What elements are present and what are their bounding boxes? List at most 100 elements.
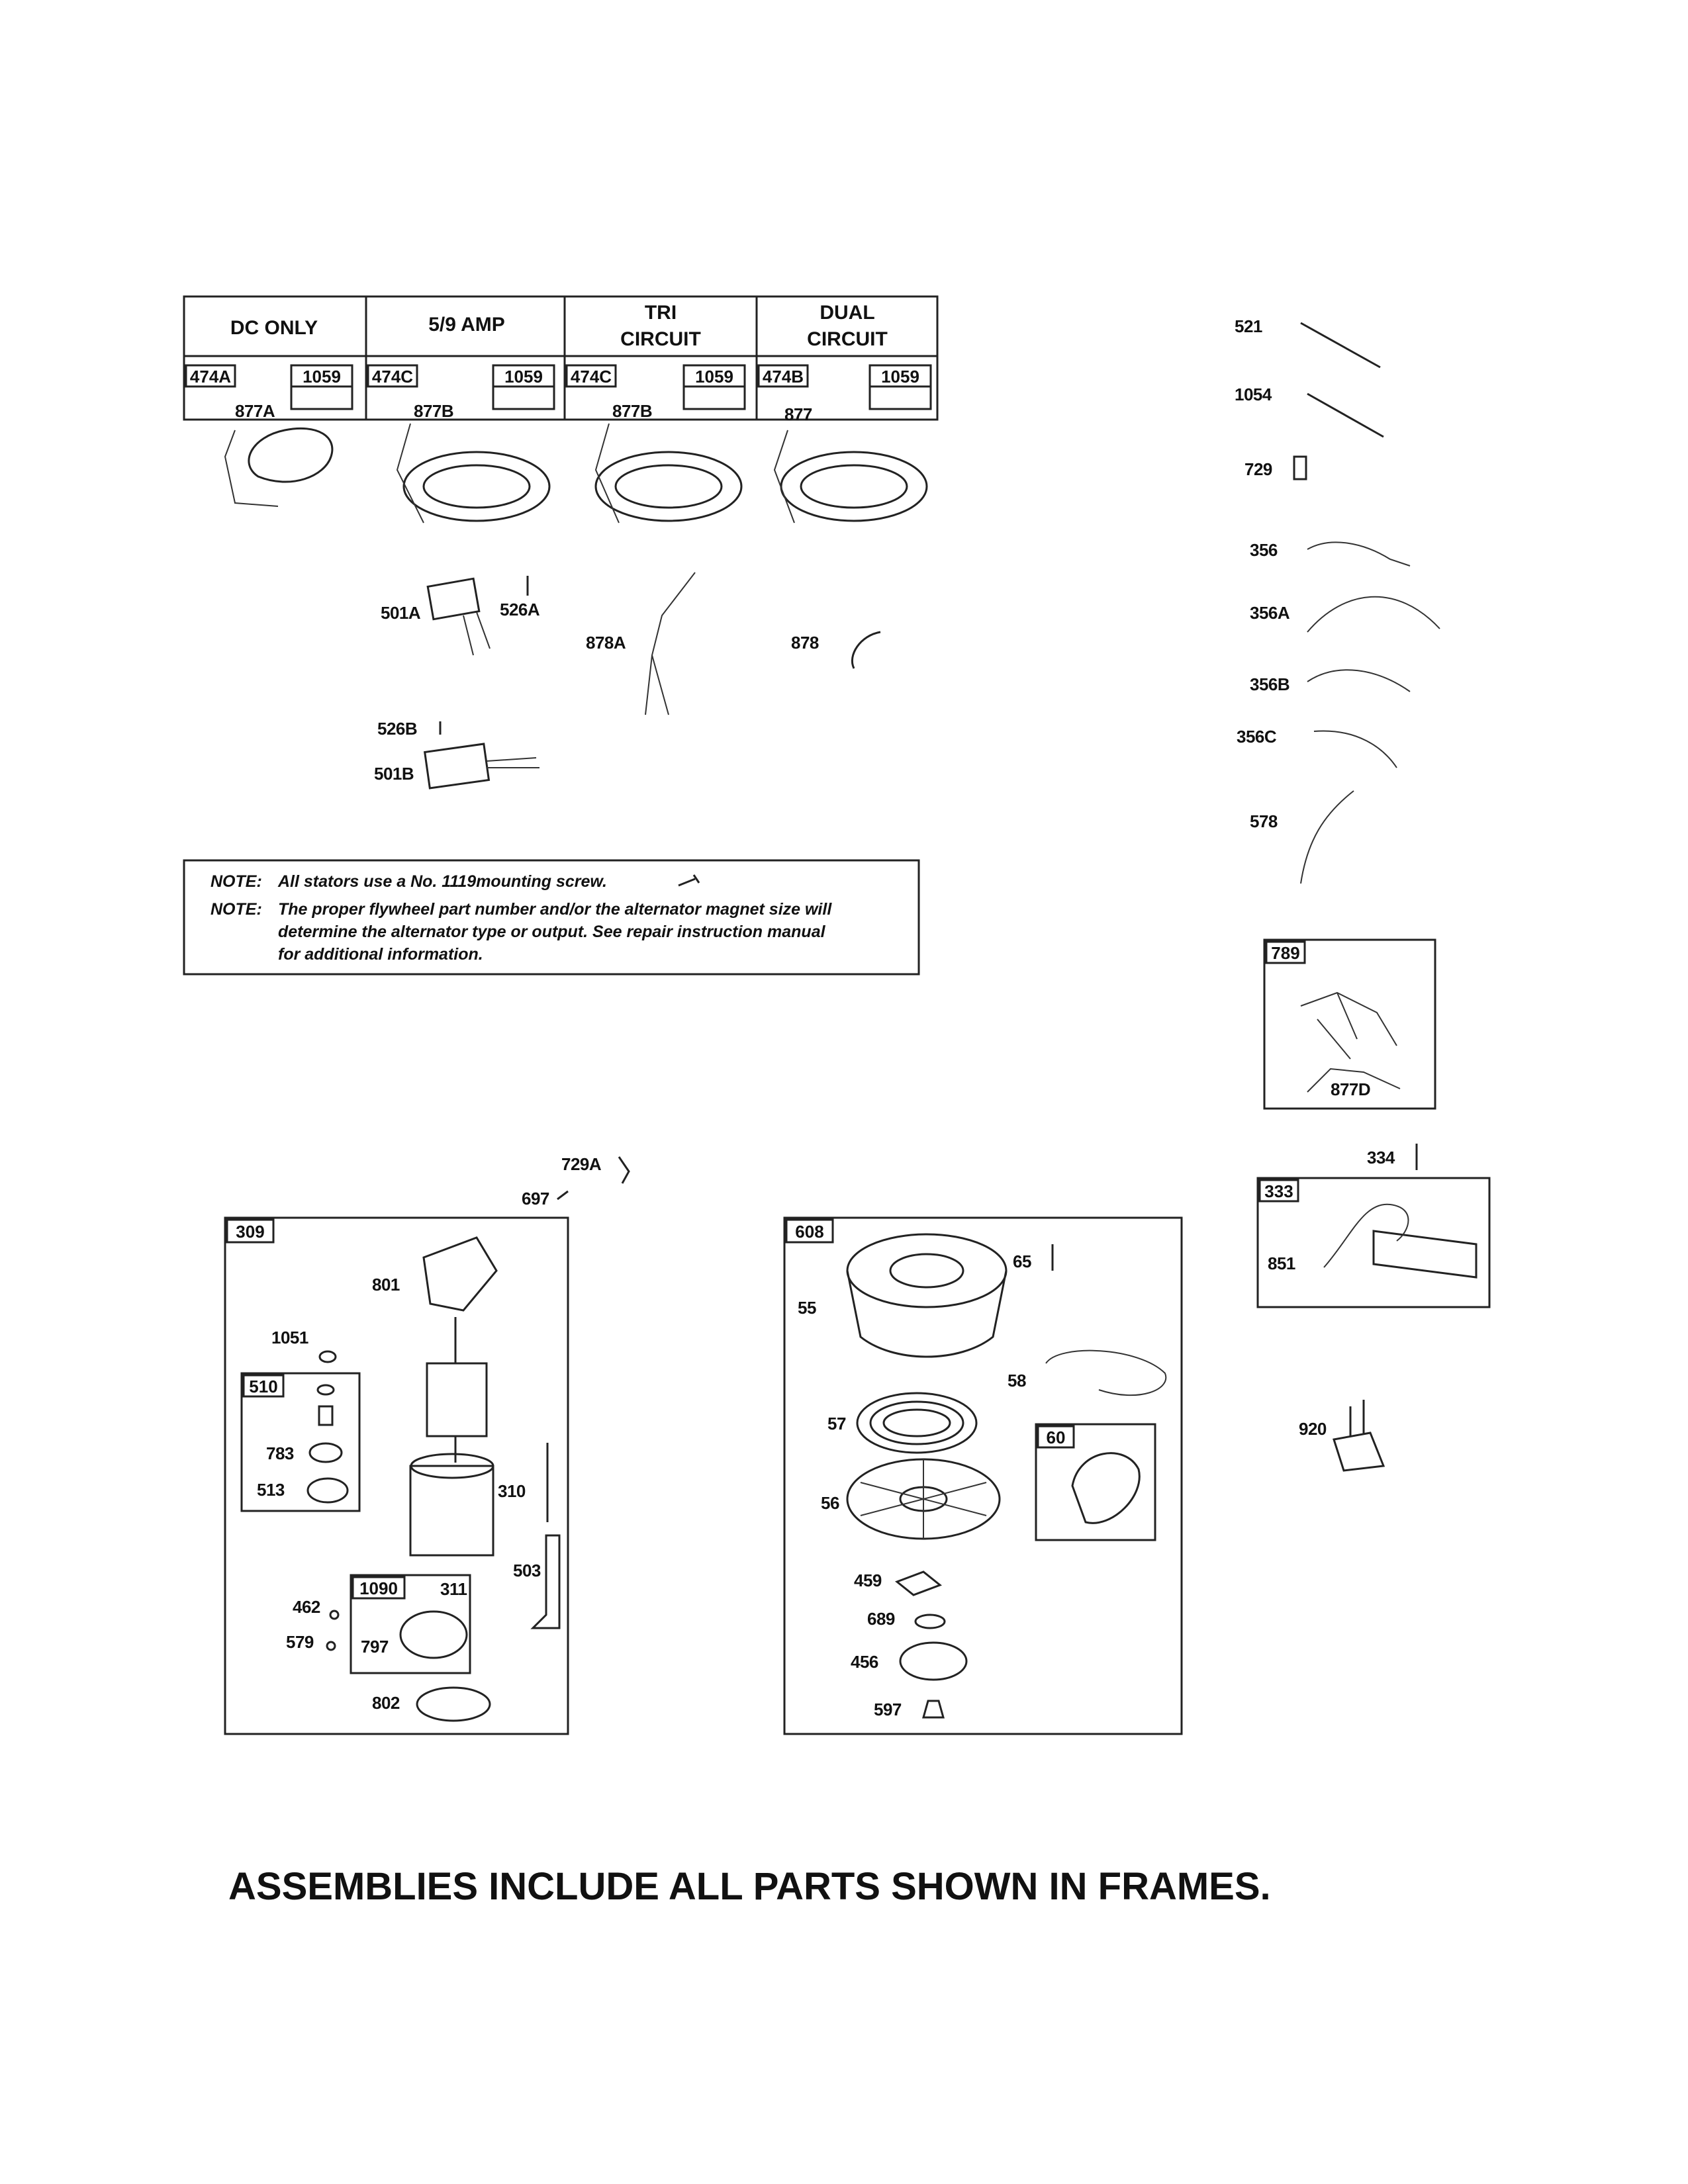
callout-56: 56 [821,1493,839,1513]
callout-58: 58 [1008,1371,1026,1390]
wire-356-icon [1307,541,1411,567]
callout-579: 579 [286,1632,314,1652]
pinion-513-icon [306,1477,349,1504]
callout-1054: 1054 [1235,385,1272,404]
handle-60-icon [1071,1452,1141,1524]
callout-697: 697 [522,1189,549,1208]
screw-597-icon [922,1700,945,1719]
brush-plate-icon [399,1610,468,1659]
lead-number-877B: 877B [414,401,453,421]
screw-number-1059-3: 1059 [695,367,733,387]
callout-55: 55 [798,1298,816,1318]
housing-icon [409,1465,494,1557]
callout-689: 689 [867,1609,895,1629]
screw-number-1059: 1059 [303,367,341,387]
frame-label-608: 608 [795,1222,823,1242]
callout-65: 65 [1013,1251,1031,1271]
callout-578: 578 [1250,811,1278,831]
assembly-number-474A: 474A [190,367,231,387]
retainer-456-icon [899,1641,968,1681]
spring-57-icon [856,1392,978,1454]
stator-dual-circuit-icon [773,430,928,523]
assembly-number-474C: 474C [372,367,413,387]
washer-1051-icon [318,1350,337,1363]
callout-501B: 501B [374,764,414,784]
callout-513: 513 [257,1480,285,1500]
stator-col-header-5-9-amp: 5/9 AMP [428,314,505,336]
assemblies-footer: ASSEMBLIES INCLUDE ALL PARTS SHOWN IN FR… [228,1865,1271,1908]
regulator-501A-icon [426,576,529,656]
nut-462-icon [329,1610,340,1620]
note-text-2c: for additional information. [278,945,483,964]
note-label-1: NOTE: [211,872,262,891]
note-text-2a: The proper flywheel part number and/or t… [278,900,832,919]
armature-icon [426,1317,488,1463]
callout-878: 878 [791,633,819,653]
part-729-icon [1293,455,1307,480]
frame-309: 309 801 1051 510 783 513 310 503 462 [224,1216,569,1735]
callout-920: 920 [1299,1419,1327,1439]
end-cap-801-icon [422,1236,498,1312]
callout-459: 459 [854,1570,882,1590]
callout-783: 783 [266,1443,294,1463]
callout-334: 334 [1367,1148,1395,1167]
frame-label-309: 309 [236,1222,264,1242]
stator-table: DC ONLY 5/9 AMP TRI CIRCUIT DUAL CIRCUIT… [183,295,939,523]
ignition-coil-icon [1372,1230,1477,1279]
callout-597: 597 [874,1700,902,1719]
stator-col-header-circuit: CIRCUIT [620,328,701,350]
assembly-number-474B: 474B [763,367,804,387]
callout-729: 729 [1244,459,1272,479]
part-729A-icon [618,1156,630,1184]
stator-5-9-amp-icon [396,423,551,523]
part-697-icon [557,1190,569,1201]
pulley-56-icon [846,1458,1001,1540]
notes-box: NOTE: All stators use a No. 1119mounting… [183,859,920,976]
callout-57: 57 [827,1414,846,1433]
callout-1051: 1051 [271,1328,308,1347]
ring-689-icon [914,1614,946,1629]
frame-333: 333 851 [1256,1177,1491,1308]
frame-510: 510 783 513 [240,1372,361,1512]
part-1054-icon [1307,392,1384,438]
frame-label-1090: 1090 [359,1578,398,1598]
callout-802: 802 [372,1693,400,1713]
callout-356C: 356C [1237,727,1277,747]
blower-housing-55-icon [846,1233,1008,1358]
wire-356C-icon [1313,730,1397,768]
lead-number-877: 877 [784,404,812,424]
screw-number-1059-2: 1059 [504,367,543,387]
callout-356B: 356B [1250,674,1289,694]
mounting-screw-icon [678,874,700,887]
callout-356: 356 [1250,540,1278,560]
lead-878A-icon [645,572,696,715]
assembly-number-474C-2: 474C [571,367,612,387]
rope-58-icon [1045,1349,1167,1396]
frame-608: 608 65 55 58 57 60 56 459 [783,1216,1183,1735]
end-plate-802-icon [416,1686,491,1722]
callout-801: 801 [372,1275,400,1295]
callout-462: 462 [293,1597,320,1617]
frame-label-510: 510 [249,1377,277,1396]
lead-878-icon [851,631,881,669]
stator-col-header-dual: DUAL [820,302,874,324]
washer-579-icon [326,1641,336,1651]
part-521-icon [1300,322,1381,369]
note-text-1: All stators use a No. 1119mounting screw… [277,872,607,891]
callout-456: 456 [851,1652,878,1672]
callout-797: 797 [361,1637,389,1657]
callout-311: 311 [440,1579,467,1599]
frame-1090: 1090 311 797 [350,1574,471,1674]
wire-356B-icon [1307,669,1411,692]
stator-dc-icon [224,427,334,507]
callout-851: 851 [1268,1253,1295,1273]
callout-729A: 729A [561,1154,602,1174]
note-label-2: NOTE: [211,900,262,919]
stator-col-header-circuit-2: CIRCUIT [807,328,888,350]
regulator-501B-icon [423,721,539,790]
gear-783-icon [308,1442,343,1463]
lead-578-icon [1300,790,1354,884]
frame-label-60: 60 [1047,1428,1066,1447]
stator-tri-circuit-icon [594,423,743,523]
